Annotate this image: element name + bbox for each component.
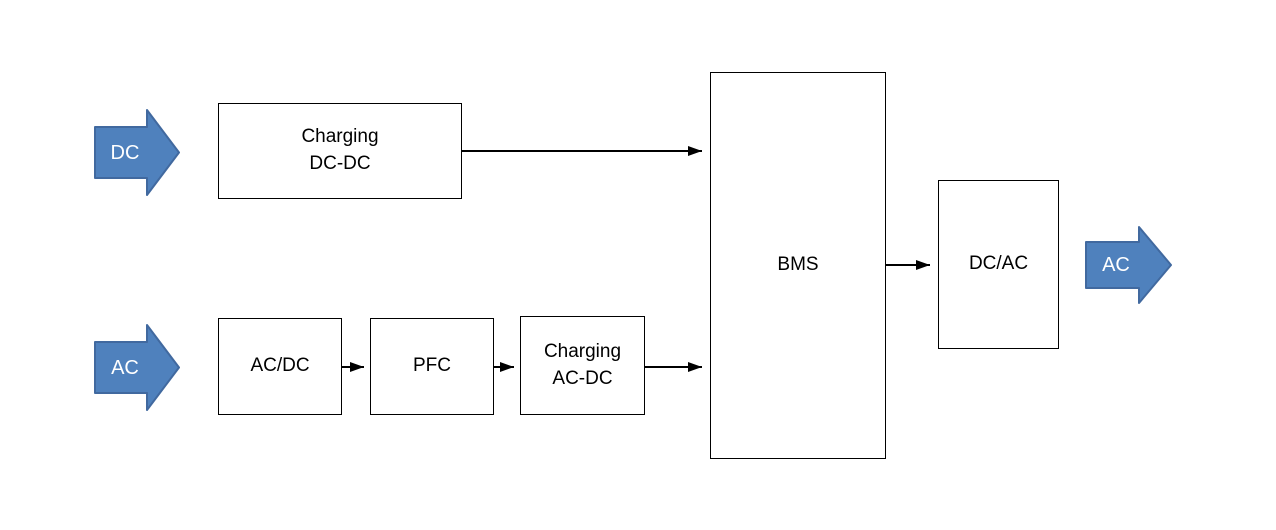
- block-charging-dcdc: Charging DC-DC: [218, 103, 462, 199]
- block-charging-acdc: Charging AC-DC: [520, 316, 645, 415]
- ac-input-arrow-shape: [94, 324, 180, 411]
- block-charging-dcdc-label: Charging DC-DC: [301, 126, 379, 174]
- dc-input-arrow: DC: [94, 109, 180, 196]
- block-acdc: AC/DC: [218, 318, 342, 415]
- ac-input-arrow: AC: [94, 324, 180, 411]
- dc-input-arrow-shape: [94, 109, 180, 196]
- block-dcac: DC/AC: [938, 180, 1059, 349]
- block-dcac-label: DC/AC: [968, 253, 1029, 275]
- ac-output-arrow-shape: [1085, 226, 1172, 304]
- block-bms-label: BMS: [777, 254, 819, 276]
- block-charging-acdc-label: Charging AC-DC: [543, 340, 622, 389]
- block-acdc-label: AC/DC: [250, 355, 310, 377]
- dc-input-arrow-label: DC: [111, 142, 140, 164]
- ac-output-arrow: AC: [1085, 226, 1172, 304]
- block-bms: BMS: [710, 72, 886, 459]
- ac-output-arrow-label: AC: [1102, 254, 1130, 276]
- block-pfc: PFC: [370, 318, 494, 415]
- block-pfc-label: PFC: [413, 355, 451, 377]
- ac-input-arrow-label: AC: [111, 357, 139, 379]
